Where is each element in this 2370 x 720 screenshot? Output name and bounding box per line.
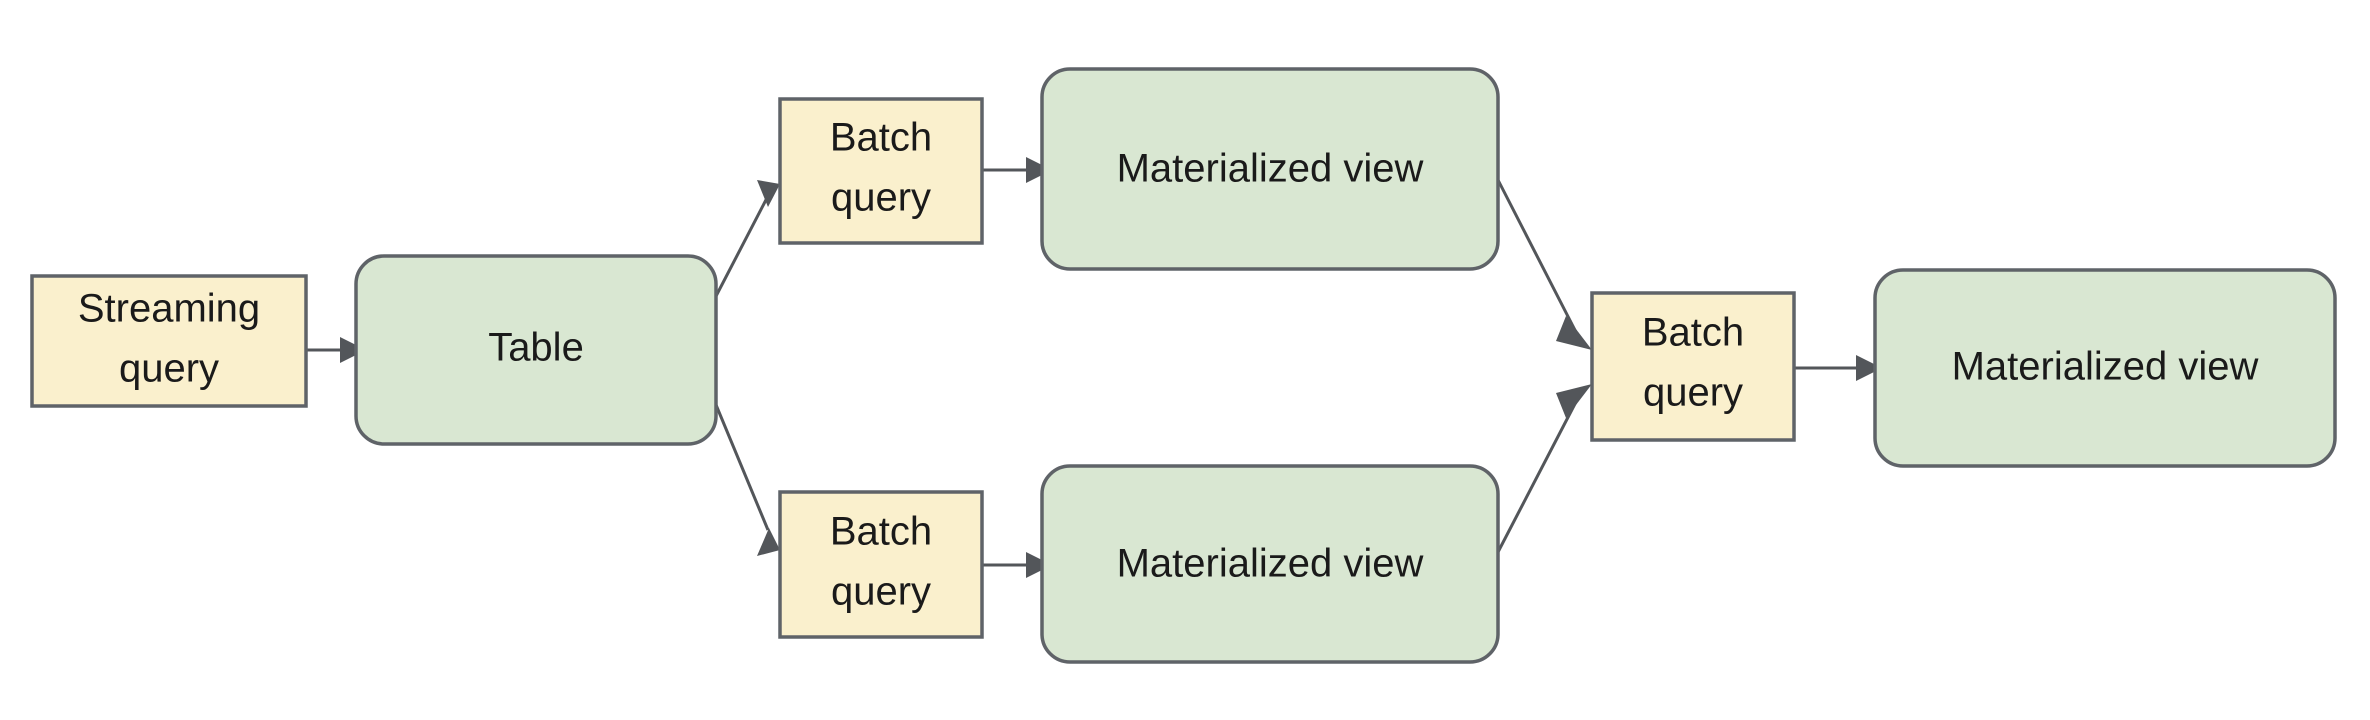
materialized-view-final-label: Materialized view: [1952, 345, 2259, 389]
edge-batch-top-to-view-top: [983, 157, 1052, 183]
batch-query-merge-label-line2: query: [1643, 371, 1743, 415]
node-table[interactable]: Table: [354, 254, 718, 446]
edge-view-bottom-to-merge: [1495, 384, 1592, 555]
materialized-view-bottom-label: Materialized view: [1117, 542, 1424, 586]
edge-batch-bottom-to-view-bottom: [983, 552, 1052, 578]
node-materialized-view-top[interactable]: Materialized view: [1040, 67, 1500, 271]
node-materialized-view-final[interactable]: Materialized view: [1873, 268, 2337, 468]
edge-streaming-to-table: [307, 337, 366, 363]
node-streaming-query[interactable]: Streaming query: [30, 274, 308, 408]
table-label: Table: [488, 326, 584, 370]
node-batch-query-top[interactable]: Batch query: [778, 97, 984, 245]
batch-query-bottom-label-line1: Batch: [830, 510, 932, 554]
batch-query-bottom-label-line2: query: [831, 570, 931, 614]
edge-view-top-to-merge: [1495, 177, 1592, 350]
node-materialized-view-bottom[interactable]: Materialized view: [1040, 464, 1500, 664]
edge-table-to-batch-top: [712, 180, 780, 301]
materialized-view-top-label: Materialized view: [1117, 147, 1424, 191]
node-batch-query-bottom[interactable]: Batch query: [778, 490, 984, 639]
streaming-query-label-line1: Streaming: [78, 287, 260, 331]
edge-merge-to-final-view: [1795, 355, 1882, 381]
batch-query-merge-label-line1: Batch: [1642, 311, 1744, 355]
streaming-query-label-line2: query: [119, 347, 219, 391]
batch-query-top-label-line2: query: [831, 176, 931, 220]
edge-table-to-batch-bottom: [712, 399, 780, 556]
node-batch-query-merge[interactable]: Batch query: [1590, 291, 1796, 442]
batch-query-top-label-line1: Batch: [830, 116, 932, 160]
